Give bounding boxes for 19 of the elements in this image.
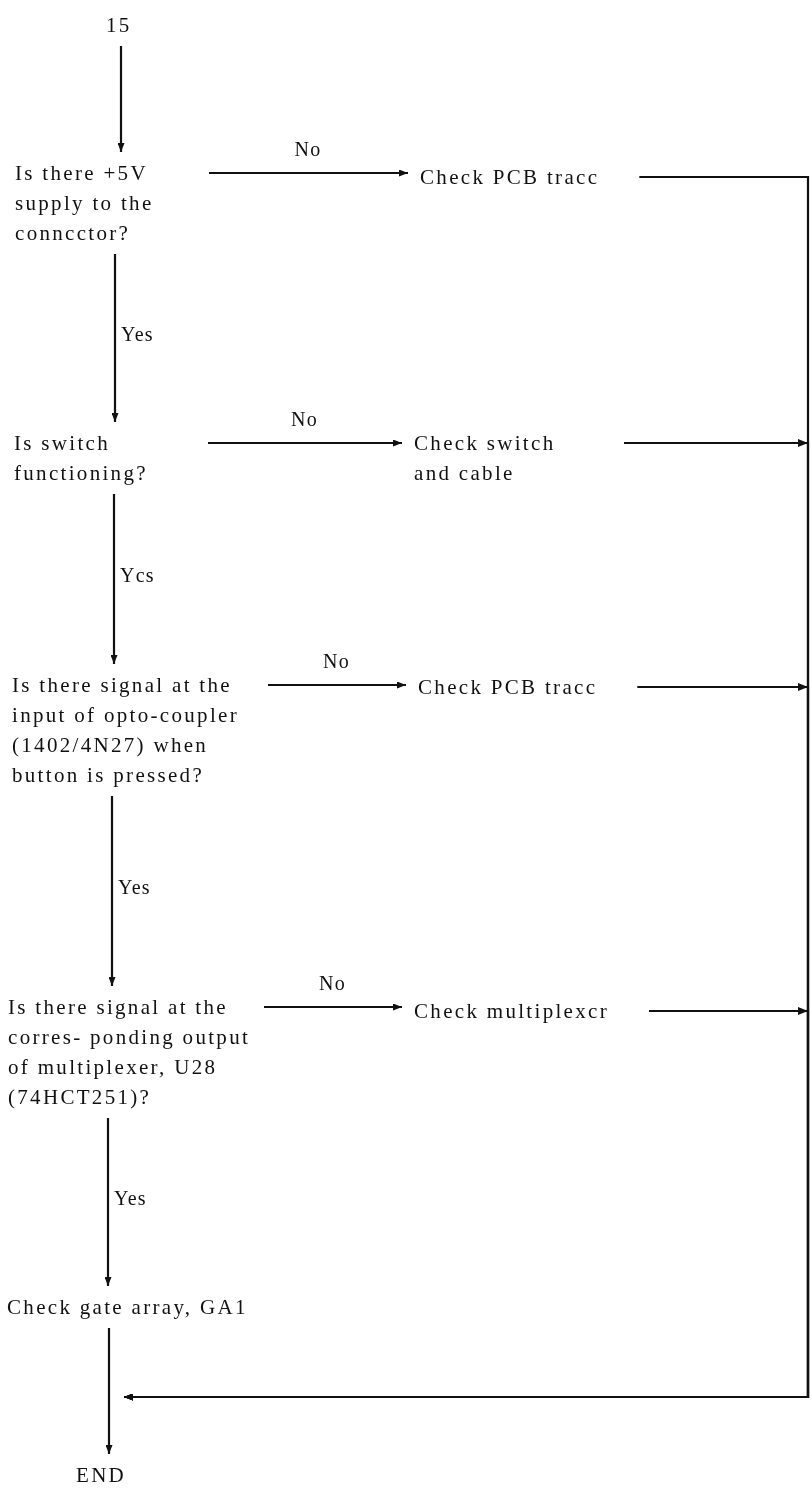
edge-label: No [291,409,318,429]
edge-label: No [319,973,346,993]
edge-label: Yes [114,1188,147,1208]
flow-step: Check multiplexcr [414,996,609,1026]
edge-label: Yes [118,877,151,897]
flow-step: Is there signal at the corres- ponding output of multiplexer, U28 (74HCT251)? [8,992,260,1112]
flow-step: Check switch and cable [414,428,584,488]
flow-step: END [76,1460,127,1490]
flow-step: Check PCB tracc [420,162,600,192]
flow-step: Check PCB tracc [418,672,598,702]
edge-label: No [323,651,350,671]
edge-label: Yes [121,324,154,344]
flow-step: Check gate array, GA1 [7,1292,257,1322]
flow-step: Is there +5V supply to the conncctor? [15,158,205,248]
flow-step: Is there signal at the input of opto-coupler (1402/4N27) when button is pressed? [12,670,264,790]
flow-step: Is switch functioning? [14,428,204,488]
flow-step: 15 [106,10,132,40]
edge-label: No [294,139,322,159]
edge-label: Ycs [120,565,155,585]
